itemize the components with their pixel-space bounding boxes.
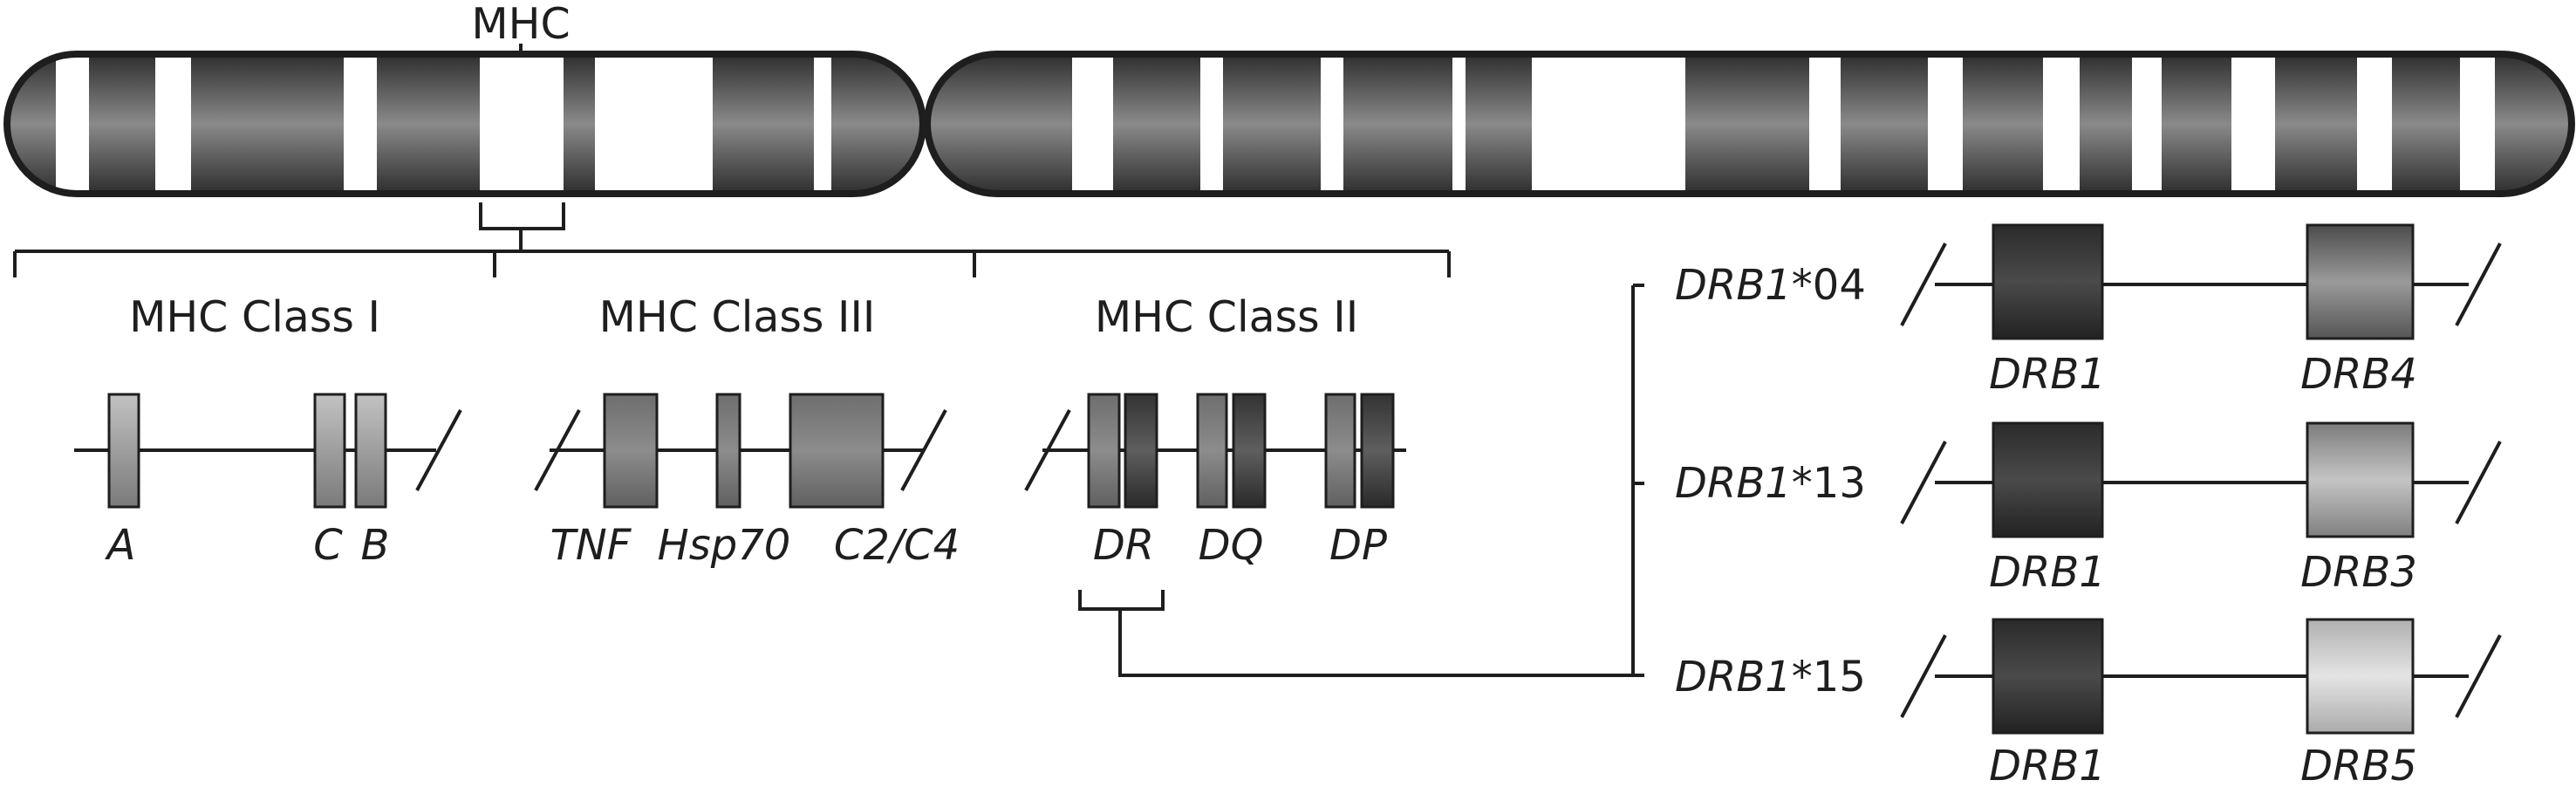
gene-tnf-box <box>603 393 659 509</box>
haplotype-1-break-left <box>1900 243 1947 326</box>
chromosome-p-arm <box>7 54 923 194</box>
gene-b-box <box>354 393 387 509</box>
class1-break-mark <box>415 409 462 491</box>
class3-label: MHC Class III <box>599 292 876 342</box>
haplotype-2-allele-gene: DRB1 <box>1675 459 1792 508</box>
haplotype-3-label: DRB1*15 <box>1675 653 1866 702</box>
haplotype-1-label: DRB1*04 <box>1675 261 1866 310</box>
class3-break-mark-left <box>534 409 581 491</box>
class2-label: MHC Class II <box>1095 292 1358 342</box>
class1-gene-map <box>74 393 462 509</box>
haplotype-1-break-right <box>2455 243 2502 326</box>
haplotype-1-allele-suffix: *04 <box>1792 261 1866 310</box>
haplotype-2-gene1-box <box>1992 421 2104 538</box>
haplotype-2-gene2-label: DRB3 <box>2300 548 2417 597</box>
gene-dr-box-2 <box>1124 393 1158 509</box>
haplotype-3-gene2-box <box>2306 618 2415 735</box>
gene-dq-box-1 <box>1196 393 1228 509</box>
haplotype-2-gene2-box <box>2306 421 2415 538</box>
haplotype-3-break-left <box>1900 634 1947 718</box>
gene-dp-label: DP <box>1329 521 1387 570</box>
gene-c2c4-label: C2/C4 <box>834 521 960 570</box>
haplotype-3-gene1-label: DRB1 <box>1989 742 2106 791</box>
gene-b-label: B <box>361 521 390 570</box>
gene-a-box <box>107 393 140 509</box>
haplotype-2-gene1-label: DRB1 <box>1989 548 2106 597</box>
gene-dp-box-2 <box>1360 393 1395 509</box>
haplotype-3-gene1-box <box>1992 618 2104 735</box>
chromosome-q-outline <box>924 51 2575 197</box>
mhc-bottom-bracket <box>479 202 565 251</box>
gene-dp-box-1 <box>1324 393 1356 509</box>
haplotype-2-allele-suffix: *13 <box>1792 459 1866 508</box>
haplotype-3-gene2-label: DRB5 <box>2300 742 2417 791</box>
class2-break-mark <box>1024 409 1071 491</box>
haplotype-bracket <box>1631 284 1644 677</box>
haplotype-2-break-left <box>1900 441 1947 524</box>
haplotype-3-gene-map <box>1900 618 2502 735</box>
mhc-label: MHC <box>471 0 570 49</box>
haplotype-1-gene2-label: DRB4 <box>2300 350 2417 399</box>
haplotype-3-allele-gene: DRB1 <box>1675 653 1792 702</box>
haplotype-2-label: DRB1*13 <box>1675 459 1866 508</box>
haplotype-3-break-right <box>2455 634 2502 718</box>
gene-tnf-label: TNF <box>550 521 632 570</box>
chromosome <box>3 51 2575 197</box>
dr-connector <box>1078 590 1640 677</box>
gene-c-label: C <box>313 521 343 570</box>
haplotype-1-allele-gene: DRB1 <box>1675 261 1792 310</box>
class3-break-mark-right <box>900 409 947 491</box>
haplotype-1-gene-map <box>1900 223 2502 340</box>
class2-gene-map <box>1024 393 1406 509</box>
gene-c2c4-box <box>789 393 885 509</box>
haplotype-3-allele-suffix: *15 <box>1792 653 1866 702</box>
gene-hsp70-box <box>715 393 741 509</box>
chromosome-q-arm <box>927 54 2572 194</box>
class3-gene-map <box>534 393 947 509</box>
class-division-bracket <box>13 250 1451 277</box>
haplotype-2-break-right <box>2455 441 2502 524</box>
haplotype-2-gene-map <box>1900 421 2502 538</box>
haplotype-1-gene2-box <box>2306 223 2415 340</box>
gene-dq-label: DQ <box>1199 521 1264 570</box>
class1-label: MHC Class I <box>129 292 380 342</box>
gene-dr-label: DR <box>1093 521 1154 570</box>
gene-dq-box-2 <box>1232 393 1267 509</box>
gene-dr-box-1 <box>1087 393 1121 509</box>
chromosome-p-outline <box>3 51 926 197</box>
gene-c-box <box>313 393 346 509</box>
gene-a-label: A <box>105 521 136 570</box>
haplotype-1-gene1-box <box>1992 223 2104 340</box>
gene-hsp70-label: Hsp70 <box>658 521 791 570</box>
haplotype-1-gene1-label: DRB1 <box>1989 350 2106 399</box>
